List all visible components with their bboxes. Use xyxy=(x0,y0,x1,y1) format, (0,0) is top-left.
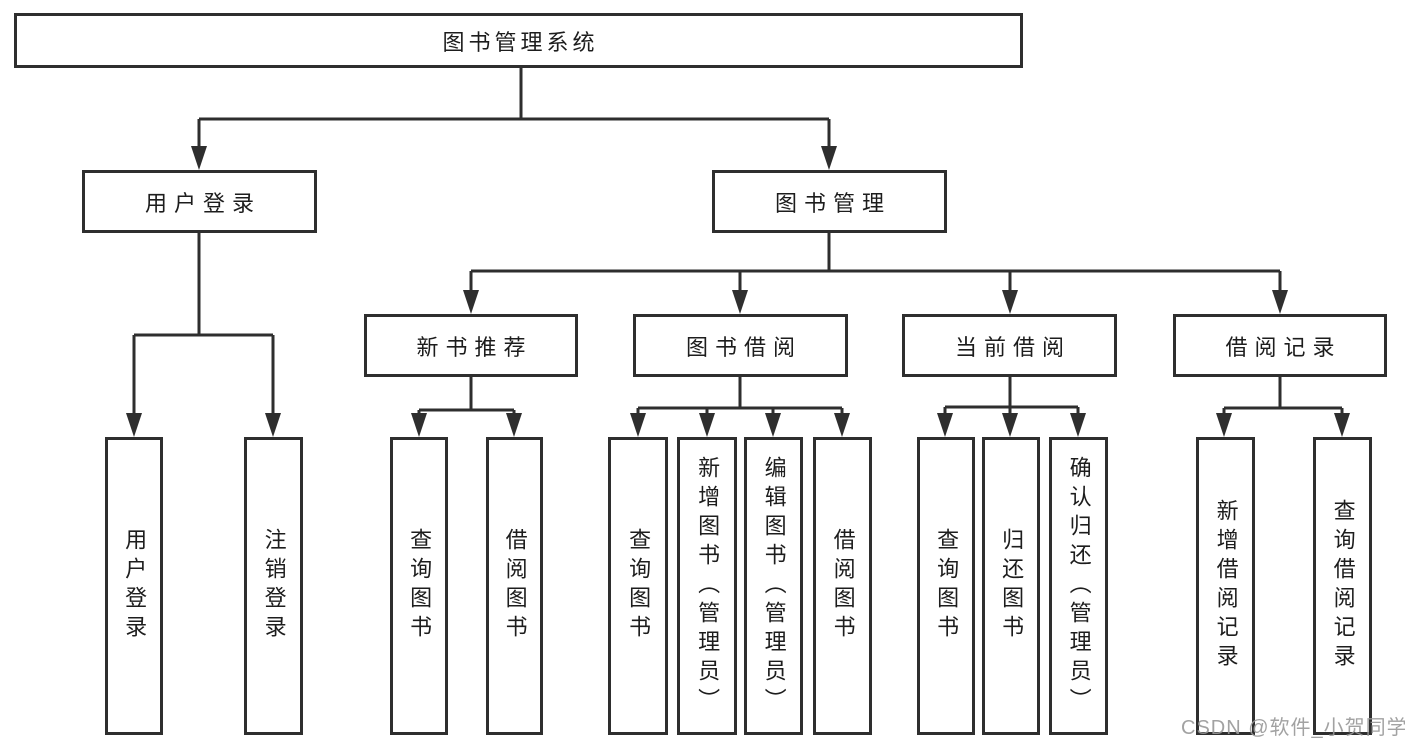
leaf-confirm-return-admin: 确认归还（管理员） xyxy=(1049,437,1108,735)
leaf-label: 查询图书 xyxy=(626,528,652,644)
leaf-query-borrow-record: 查询借阅记录 xyxy=(1313,437,1372,735)
node-book-borrowing: 图书借阅 xyxy=(633,314,848,377)
leaf-logout: 注销登录 xyxy=(244,437,303,735)
leaf-label: 编辑图书（管理员） xyxy=(761,455,787,717)
node-label: 用户登录 xyxy=(144,190,261,216)
leaf-label: 借阅图书 xyxy=(830,528,856,644)
node-user-login: 用户登录 xyxy=(82,170,317,233)
leaf-label: 用户登录 xyxy=(122,528,148,644)
leaf-label: 借阅图书 xyxy=(502,528,528,644)
node-label: 当前借阅 xyxy=(954,334,1071,360)
leaf-label: 查询图书 xyxy=(934,528,960,644)
node-borrowing-records: 借阅记录 xyxy=(1173,314,1387,377)
leaf-edit-book-admin: 编辑图书（管理员） xyxy=(744,437,803,735)
leaf-label: 查询图书 xyxy=(407,528,433,644)
node-label: 新书推荐 xyxy=(416,334,533,360)
node-label: 借阅记录 xyxy=(1225,334,1342,360)
leaf-label: 新增图书（管理员） xyxy=(695,455,721,717)
arrowheads xyxy=(126,146,1350,437)
leaf-return-book: 归还图书 xyxy=(982,437,1040,735)
leaf-query-books-recommend: 查询图书 xyxy=(390,437,448,735)
node-current-borrowing: 当前借阅 xyxy=(902,314,1117,377)
node-new-book-recommendation: 新书推荐 xyxy=(364,314,578,377)
leaf-label: 查询借阅记录 xyxy=(1330,499,1356,673)
leaf-label: 归还图书 xyxy=(999,528,1025,644)
leaf-borrow-books-recommend: 借阅图书 xyxy=(486,437,543,735)
leaf-query-books-current: 查询图书 xyxy=(917,437,975,735)
node-label: 图书管理 xyxy=(774,190,891,216)
leaf-borrow-books-borrowing: 借阅图书 xyxy=(813,437,872,735)
leaf-label: 新增借阅记录 xyxy=(1213,499,1239,673)
node-label: 图书借阅 xyxy=(685,334,802,360)
leaf-add-book-admin: 新增图书（管理员） xyxy=(677,437,737,735)
leaf-query-books-borrowing: 查询图书 xyxy=(608,437,668,735)
node-book-management: 图书管理 xyxy=(712,170,947,233)
node-library-management-system: 图书管理系统 xyxy=(14,13,1023,68)
leaf-label: 确认归还（管理员） xyxy=(1066,455,1092,717)
leaf-label: 注销登录 xyxy=(261,528,287,644)
leaf-user-login: 用户登录 xyxy=(105,437,163,735)
leaf-add-borrow-record: 新增借阅记录 xyxy=(1196,437,1255,735)
node-label: 图书管理系统 xyxy=(442,29,599,55)
